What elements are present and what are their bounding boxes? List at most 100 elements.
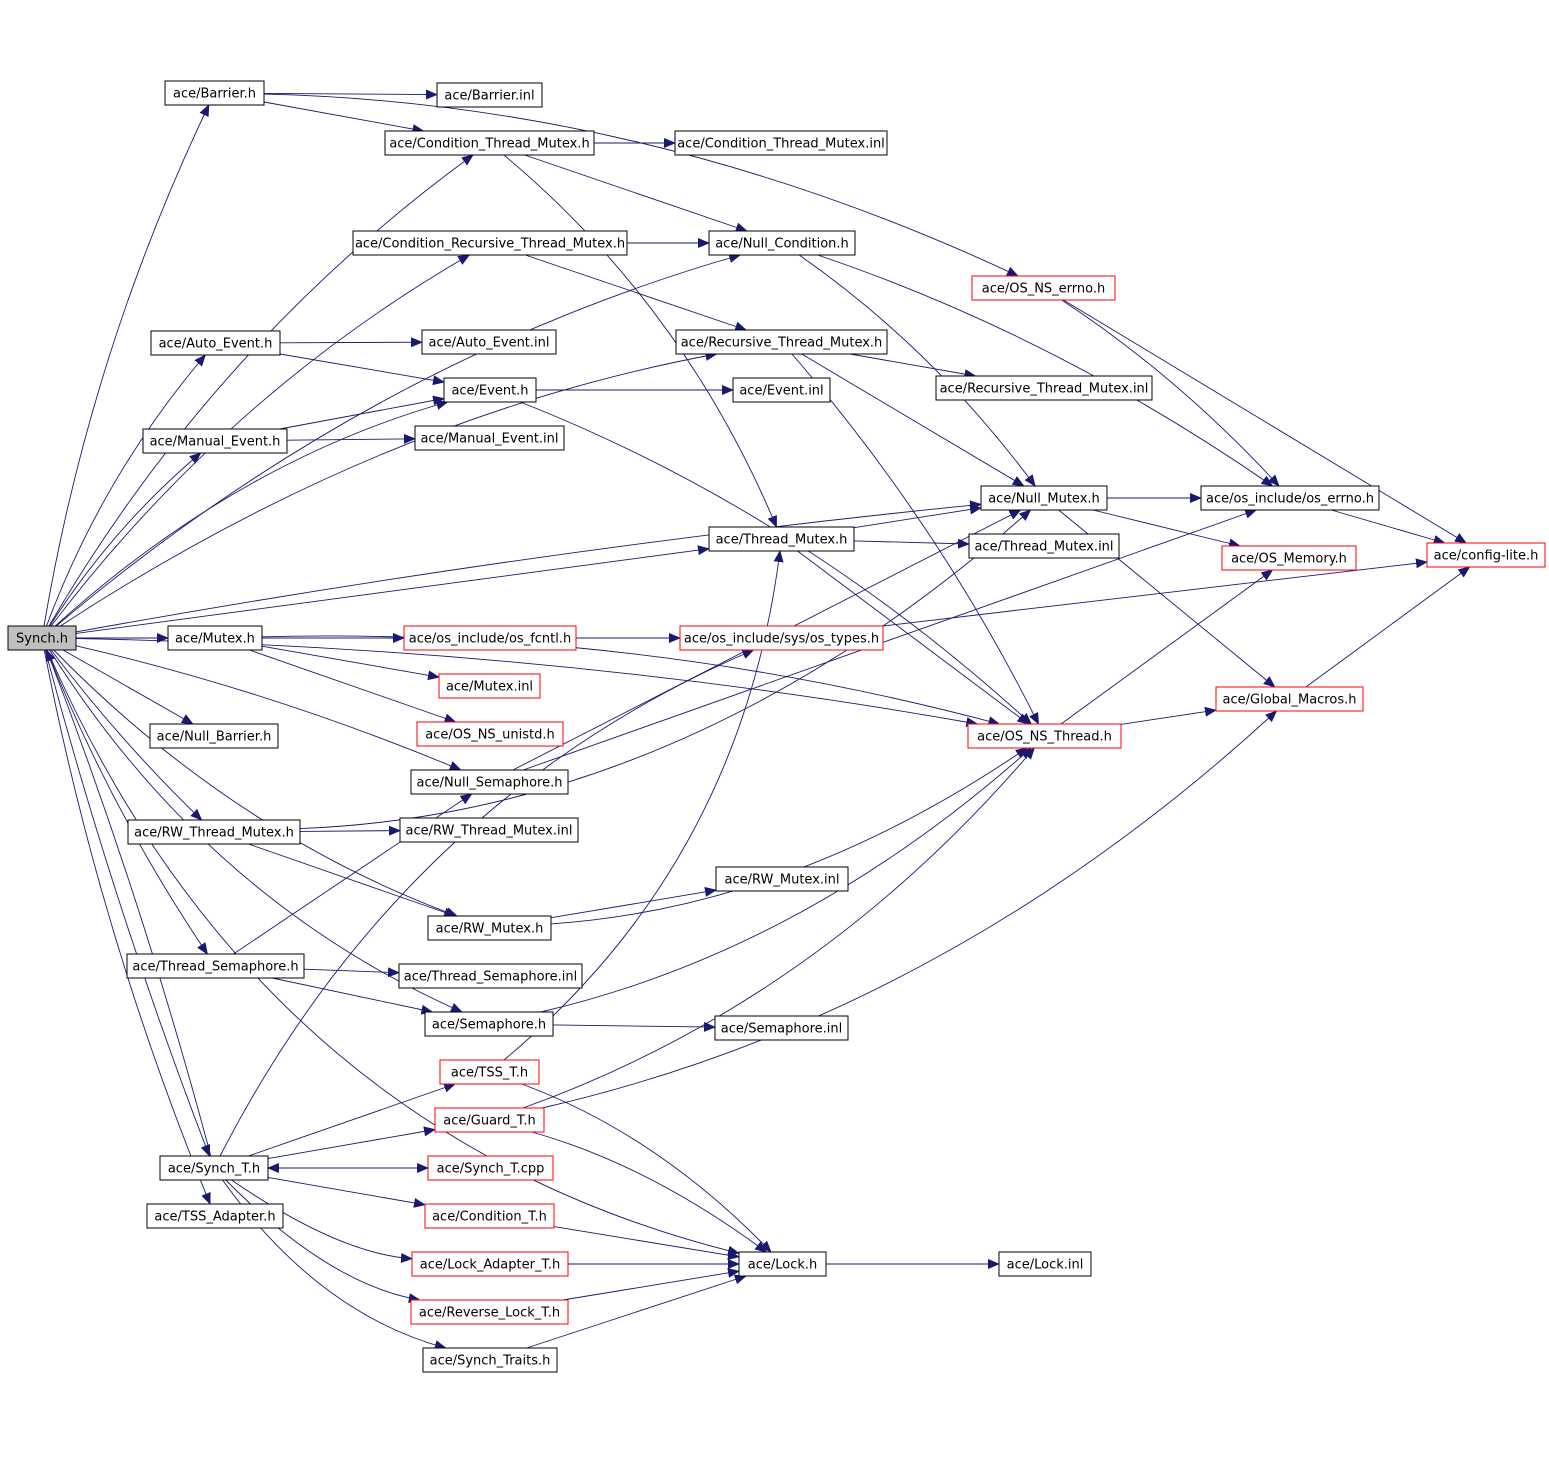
- node-box: [998, 1251, 1092, 1277]
- node-box: [708, 230, 856, 256]
- node-os-ns-thread-h[interactable]: ace/OS_NS_Thread.h: [967, 723, 1122, 749]
- node-null-semaphore-h[interactable]: ace/Null_Semaphore.h: [410, 769, 569, 795]
- node-box: [980, 485, 1108, 511]
- node-null-mutex-h[interactable]: ace/Null_Mutex.h: [980, 485, 1108, 511]
- edge-synch-t-h-to-condition-t-h: [267, 1176, 426, 1208]
- node-cond-thread-mutex-inl[interactable]: ace/Condition_Thread_Mutex.inl: [674, 130, 888, 156]
- node-config-lite-h[interactable]: ace/config-lite.h: [1426, 542, 1546, 568]
- edge-os-ns-errno-h-to-config-lite-h: [1063, 299, 1467, 544]
- node-reverse-lock-t-h[interactable]: ace/Reverse_Lock_T.h: [410, 1299, 569, 1325]
- edge-rw-mutex-h-to-os-ns-thread-h: [550, 747, 1028, 925]
- node-os-ns-errno-h[interactable]: ace/OS_NS_errno.h: [971, 275, 1116, 301]
- edge-synch-h-to-lock-h: [46, 649, 740, 1256]
- node-box: [738, 1251, 827, 1277]
- node-os-memory-h[interactable]: ace/OS_Memory.h: [1221, 545, 1357, 571]
- node-rw-thread-mutex-inl[interactable]: ace/RW_Thread_Mutex.inl: [399, 817, 579, 843]
- node-auto-event-inl[interactable]: ace/Auto_Event.inl: [421, 329, 557, 355]
- node-thread-semaphore-inl[interactable]: ace/Thread_Semaphore.inl: [398, 963, 583, 989]
- node-box: [410, 769, 569, 795]
- node-lock-h[interactable]: ace/Lock.h: [738, 1251, 827, 1277]
- node-os-errno-h[interactable]: ace/os_include/os_errno.h: [1200, 485, 1380, 511]
- node-box: [164, 80, 265, 106]
- node-box: [127, 819, 301, 845]
- node-auto-event-h[interactable]: ace/Auto_Event.h: [150, 330, 281, 356]
- node-lock-inl[interactable]: ace/Lock.inl: [998, 1251, 1092, 1277]
- node-global-macros-h[interactable]: ace/Global_Macros.h: [1215, 686, 1364, 712]
- node-box: [675, 329, 888, 355]
- node-os-fcntl-h[interactable]: ace/os_include/os_fcntl.h: [403, 625, 577, 651]
- node-box: [1426, 542, 1546, 568]
- edge-rw-thread-mutex-h-to-null-mutex-h: [299, 509, 1032, 830]
- node-guard-t-h[interactable]: ace/Guard_T.h: [434, 1107, 545, 1133]
- node-rec-thread-mutex-h[interactable]: ace/Recursive_Thread_Mutex.h: [675, 329, 888, 355]
- edge-rw-thread-mutex-h-to-rw-mutex-h: [248, 843, 457, 918]
- node-label: ace/Manual_Event.inl: [420, 432, 558, 447]
- edge-synch-h-to-rw-thread-mutex-h: [50, 649, 203, 821]
- node-lock-adapter-t-h[interactable]: ace/Lock_Adapter_T.h: [411, 1251, 569, 1277]
- node-box: [424, 1203, 555, 1229]
- node-null-barrier-h[interactable]: ace/Null_Barrier.h: [149, 723, 279, 749]
- node-semaphore-h[interactable]: ace/Semaphore.h: [424, 1011, 554, 1037]
- node-null-condition-h[interactable]: ace/Null_Condition.h: [708, 230, 856, 256]
- edge-rw-mutex-h-to-rw-mutex-inl: [550, 886, 717, 919]
- edge-null-mutex-h-to-global-macros-h: [1058, 509, 1276, 688]
- node-box: [715, 866, 849, 892]
- edge-synch-t-h-to-lock-adapter-t-h: [231, 1179, 413, 1263]
- node-rw-mutex-inl[interactable]: ace/RW_Mutex.inl: [715, 866, 849, 892]
- node-synch-traits-h[interactable]: ace/Synch_Traits.h: [422, 1347, 558, 1373]
- node-synch-t-cpp[interactable]: ace/Synch_T.cpp: [427, 1155, 554, 1181]
- node-label: ace/RW_Thread_Mutex.inl: [406, 824, 573, 839]
- node-barrier-inl[interactable]: ace/Barrier.inl: [436, 82, 543, 108]
- node-barrier-h[interactable]: ace/Barrier.h: [164, 80, 265, 106]
- edge-auto-event-h-to-event-h: [279, 353, 445, 386]
- edge-manual-event-h-to-event-h: [279, 395, 445, 430]
- node-thread-mutex-h[interactable]: ace/Thread_Mutex.h: [708, 526, 855, 552]
- node-box: [421, 329, 557, 355]
- node-cond-thread-mutex-h[interactable]: ace/Condition_Thread_Mutex.h: [384, 130, 595, 156]
- node-synch-h[interactable]: Synch.h: [7, 625, 77, 651]
- node-box: [438, 673, 541, 699]
- edge-cond-rec-thread-mutex-h-to-rec-thread-mutex-h: [525, 254, 748, 332]
- node-mutex-inl[interactable]: ace/Mutex.inl: [438, 673, 541, 699]
- edge-null-condition-h-to-null-mutex-h: [798, 254, 1036, 487]
- node-os-ns-unistd-h[interactable]: ace/OS_NS_unistd.h: [416, 721, 564, 747]
- node-os-types-h[interactable]: ace/os_include/sys/os_types.h: [679, 625, 884, 651]
- edge-synch-h-to-rec-thread-mutex-h: [60, 351, 718, 627]
- node-rw-thread-mutex-h[interactable]: ace/RW_Thread_Mutex.h: [127, 819, 301, 845]
- node-tss-adapter-h[interactable]: ace/TSS_Adapter.h: [146, 1203, 284, 1229]
- node-label: ace/Lock.inl: [1007, 1258, 1084, 1273]
- node-semaphore-inl[interactable]: ace/Semaphore.inl: [714, 1015, 849, 1041]
- node-event-h[interactable]: ace/Event.h: [443, 377, 537, 403]
- node-synch-t-h[interactable]: ace/Synch_T.h: [159, 1155, 269, 1181]
- node-box: [434, 1107, 545, 1133]
- node-label: Synch.h: [16, 632, 68, 647]
- node-label: ace/TSS_Adapter.h: [154, 1210, 275, 1225]
- node-thread-semaphore-h[interactable]: ace/Thread_Semaphore.h: [126, 953, 305, 979]
- node-box: [935, 375, 1153, 401]
- node-rw-mutex-h[interactable]: ace/RW_Mutex.h: [427, 915, 552, 941]
- node-manual-event-inl[interactable]: ace/Manual_Event.inl: [414, 425, 565, 451]
- node-box: [149, 723, 279, 749]
- node-label: ace/Thread_Semaphore.h: [132, 960, 298, 975]
- node-label: ace/Barrier.h: [173, 87, 256, 102]
- edge-synch-h-to-synch-t-h: [44, 649, 211, 1157]
- node-label: ace/Mutex.h: [175, 632, 255, 647]
- node-label: ace/Synch_Traits.h: [430, 1354, 551, 1369]
- node-rec-thread-mutex-inl[interactable]: ace/Recursive_Thread_Mutex.inl: [935, 375, 1153, 401]
- node-tss-t-h[interactable]: ace/TSS_T.h: [439, 1059, 540, 1085]
- node-label: ace/TSS_T.h: [451, 1066, 528, 1081]
- node-box: [403, 625, 577, 651]
- edge-mutex-h-to-mutex-inl: [261, 645, 440, 681]
- node-event-inl[interactable]: ace/Event.inl: [732, 377, 831, 403]
- node-cond-rec-thread-mutex-h[interactable]: ace/Condition_Recursive_Thread_Mutex.h: [352, 230, 628, 256]
- edge-semaphore-h-to-os-ns-thread-h: [540, 747, 1032, 1013]
- node-label: ace/Null_Condition.h: [715, 237, 849, 252]
- edge-guard-t-h-to-global-macros-h: [541, 710, 1278, 1109]
- edge-thread-semaphore-h-to-semaphore-h: [272, 977, 434, 1015]
- node-box: [146, 1203, 284, 1229]
- node-mutex-h[interactable]: ace/Mutex.h: [167, 625, 263, 651]
- node-thread-mutex-inl[interactable]: ace/Thread_Mutex.inl: [968, 533, 1120, 559]
- node-label: ace/Recursive_Thread_Mutex.inl: [940, 382, 1149, 397]
- node-condition-t-h[interactable]: ace/Condition_T.h: [424, 1203, 555, 1229]
- node-manual-event-h[interactable]: ace/Manual_Event.h: [142, 428, 288, 454]
